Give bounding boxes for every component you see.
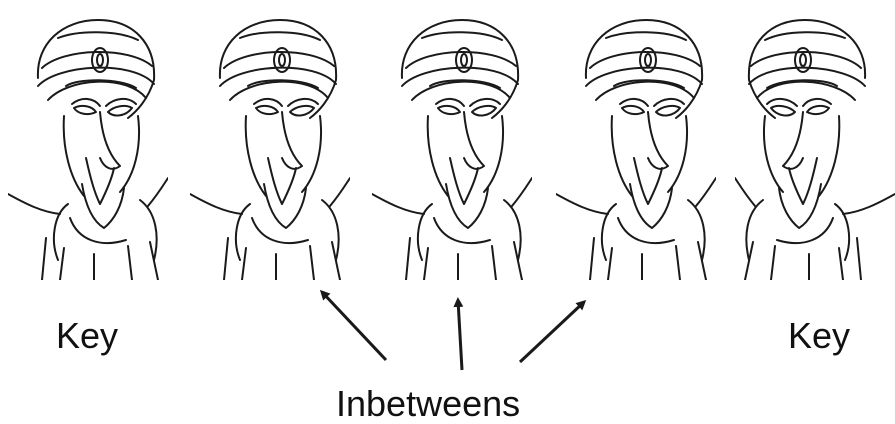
key-label-left: Key xyxy=(56,318,118,354)
arrow-to-inbetween-3 xyxy=(458,300,462,370)
arrow-to-inbetween-2 xyxy=(322,292,386,360)
arrow-to-inbetween-4 xyxy=(520,302,584,362)
key-label-right: Key xyxy=(788,318,850,354)
inbetweens-label: Inbetweens xyxy=(336,386,520,422)
